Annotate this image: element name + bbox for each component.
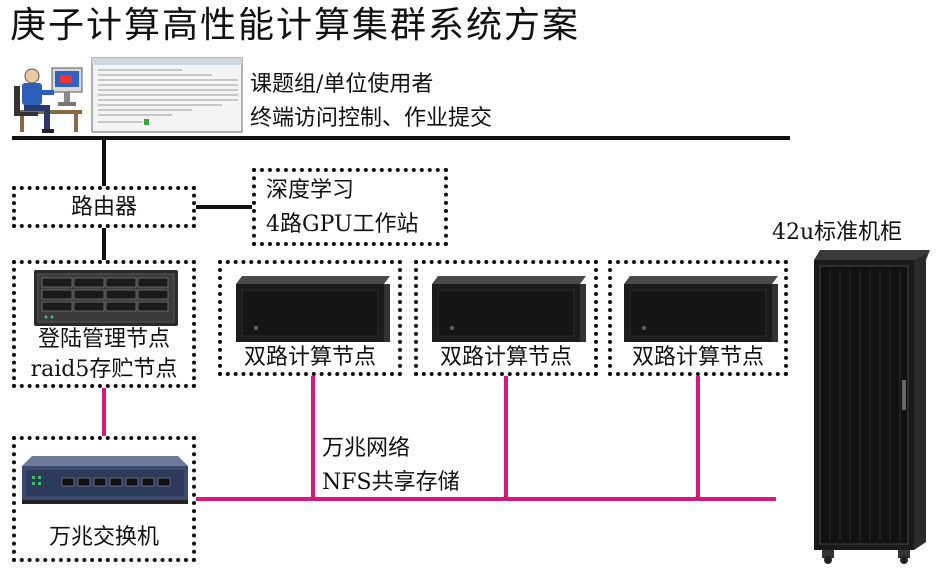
compute1-drop-line: [311, 376, 315, 500]
compute-server-illustration: [234, 276, 390, 342]
compute-node-box-2: 双路计算节点: [414, 260, 598, 376]
compute-node-box-1: 双路计算节点: [218, 260, 402, 376]
compute3-drop-line: [696, 376, 700, 500]
compute2-drop-line: [504, 376, 508, 500]
network-label-line2: NFS共享存储: [322, 468, 460, 498]
router-box: 路由器: [12, 186, 196, 228]
switch-box: 万兆交换机: [12, 436, 196, 562]
compute-node-label-1: 双路计算节点: [222, 344, 398, 372]
rack-cabinet-illustration: [806, 250, 930, 565]
compute-node-label-2: 双路计算节点: [418, 344, 594, 372]
compute-server-illustration: [430, 276, 586, 342]
router-label: 路由器: [16, 194, 192, 222]
compute-node-box-3: 双路计算节点: [608, 260, 788, 376]
users-label-line2: 终端访问控制、作业提交: [250, 104, 492, 134]
login-label-line2: raid5存贮节点: [16, 356, 192, 384]
ethernet-bus-line: [12, 136, 790, 140]
network-label-line1: 万兆网络: [322, 434, 410, 464]
compute-node-label-3: 双路计算节点: [612, 344, 784, 372]
gpu-label-line1: 深度学习: [266, 176, 354, 206]
page-title: 庚子计算高性能计算集群系统方案: [10, 4, 580, 48]
storage-network-bus-line: [196, 497, 776, 501]
user-workstation-illustration: [12, 56, 244, 134]
bus-to-router-line: [102, 140, 106, 186]
gpu-workstation-box: 深度学习 4路GPU工作站: [252, 168, 448, 246]
login-label-line1: 登陆管理节点: [16, 326, 192, 354]
router-to-gpu-line: [196, 205, 252, 209]
gpu-label-line2: 4路GPU工作站: [266, 210, 419, 240]
login-storage-node-box: 登陆管理节点 raid5存贮节点: [12, 260, 196, 388]
switch-illustration: [22, 456, 188, 506]
rack-label: 42u标准机柜: [772, 218, 902, 248]
switch-label: 万兆交换机: [16, 524, 192, 552]
router-to-login-line: [102, 228, 106, 260]
login-to-switch-line: [102, 388, 106, 436]
users-label-line1: 课题组/单位使用者: [250, 70, 433, 100]
storage-server-illustration: [34, 270, 178, 326]
compute-server-illustration: [622, 276, 778, 342]
